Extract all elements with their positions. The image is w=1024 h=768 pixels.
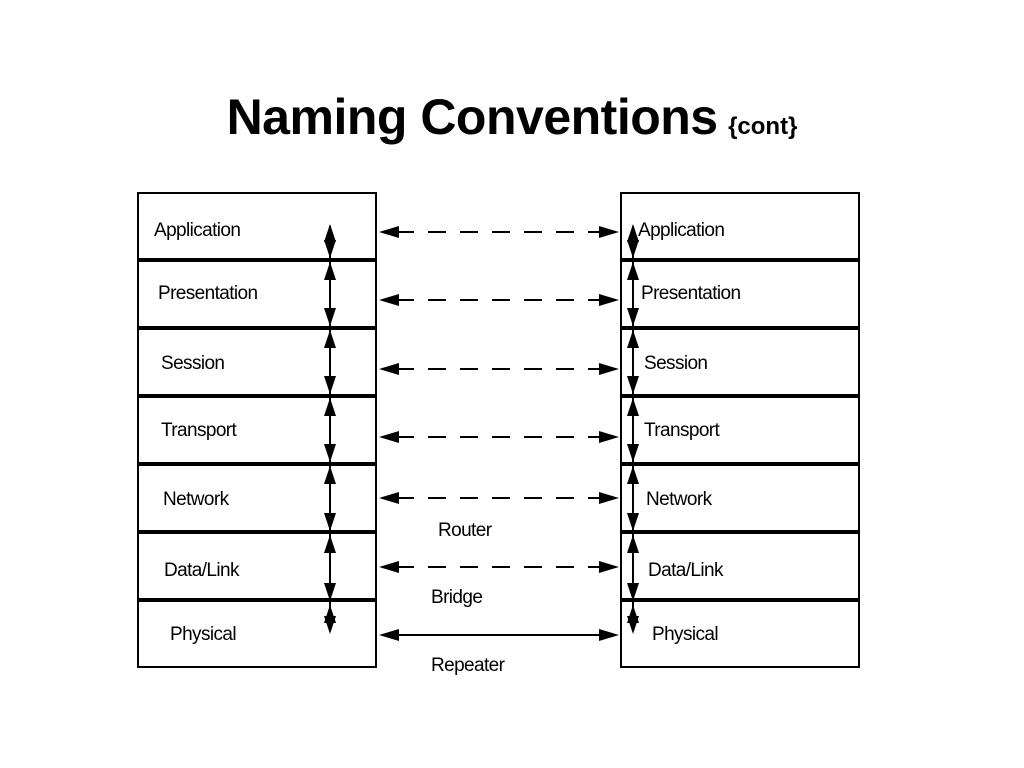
right-layer-label: Application — [638, 220, 725, 241]
arrow-right-icon — [599, 561, 619, 573]
right-layer-label: Network — [646, 489, 712, 510]
right-layer-application: Application — [620, 192, 860, 260]
arrow-left-icon — [379, 492, 399, 504]
right-layer-presentation: Presentation — [620, 260, 860, 328]
right-layer-physical: Physical — [620, 600, 860, 668]
left-layer-physical: Physical — [137, 600, 377, 668]
connection-label-bridge: Bridge — [431, 587, 483, 608]
right-layer-session: Session — [620, 328, 860, 396]
slide-title: Naming Conventions {cont} — [0, 88, 1024, 146]
arrow-left-icon — [379, 294, 399, 306]
arrow-right-icon — [599, 431, 619, 443]
arrow-left-icon — [379, 629, 399, 641]
left-layer-label: Network — [163, 489, 229, 510]
left-layer-label: Data/Link — [164, 560, 239, 581]
arrow-right-icon — [599, 226, 619, 238]
left-layer-transport: Transport — [137, 396, 377, 464]
arrow-left-icon — [379, 226, 399, 238]
arrow-right-icon — [599, 629, 619, 641]
left-layer-label: Presentation — [158, 283, 258, 304]
arrow-left-icon — [379, 363, 399, 375]
left-layer-label: Session — [161, 353, 225, 374]
left-layer-label: Transport — [161, 420, 237, 441]
right-layer-data-link: Data/Link — [620, 532, 860, 600]
connection-label-repeater: Repeater — [431, 655, 505, 676]
right-layer-label: Physical — [652, 624, 719, 645]
arrow-right-icon — [599, 492, 619, 504]
right-layer-label: Data/Link — [648, 560, 723, 581]
right-osi-stack: Application Presentation Session Transpo… — [620, 192, 860, 670]
right-layer-label: Presentation — [641, 283, 741, 304]
title-main: Naming Conventions — [226, 89, 719, 145]
arrow-left-icon — [379, 431, 399, 443]
arrow-right-icon — [599, 294, 619, 306]
left-layer-network: Network — [137, 464, 377, 532]
left-osi-stack: Application Presentation Session Transpo… — [137, 192, 377, 670]
left-layer-label: Physical — [170, 624, 237, 645]
left-layer-session: Session — [137, 328, 377, 396]
left-layer-label: Application — [154, 220, 241, 241]
right-layer-transport: Transport — [620, 396, 860, 464]
arrow-left-icon — [379, 561, 399, 573]
peer-connection-arrows — [379, 226, 619, 641]
left-layer-presentation: Presentation — [137, 260, 377, 328]
connection-label-router: Router — [438, 520, 492, 541]
title-suffix: {cont} — [728, 113, 798, 140]
right-layer-label: Transport — [644, 420, 720, 441]
left-layer-application: Application — [137, 192, 377, 260]
right-layer-network: Network — [620, 464, 860, 532]
arrow-right-icon — [599, 363, 619, 375]
left-layer-data-link: Data/Link — [137, 532, 377, 600]
right-layer-label: Session — [644, 353, 708, 374]
